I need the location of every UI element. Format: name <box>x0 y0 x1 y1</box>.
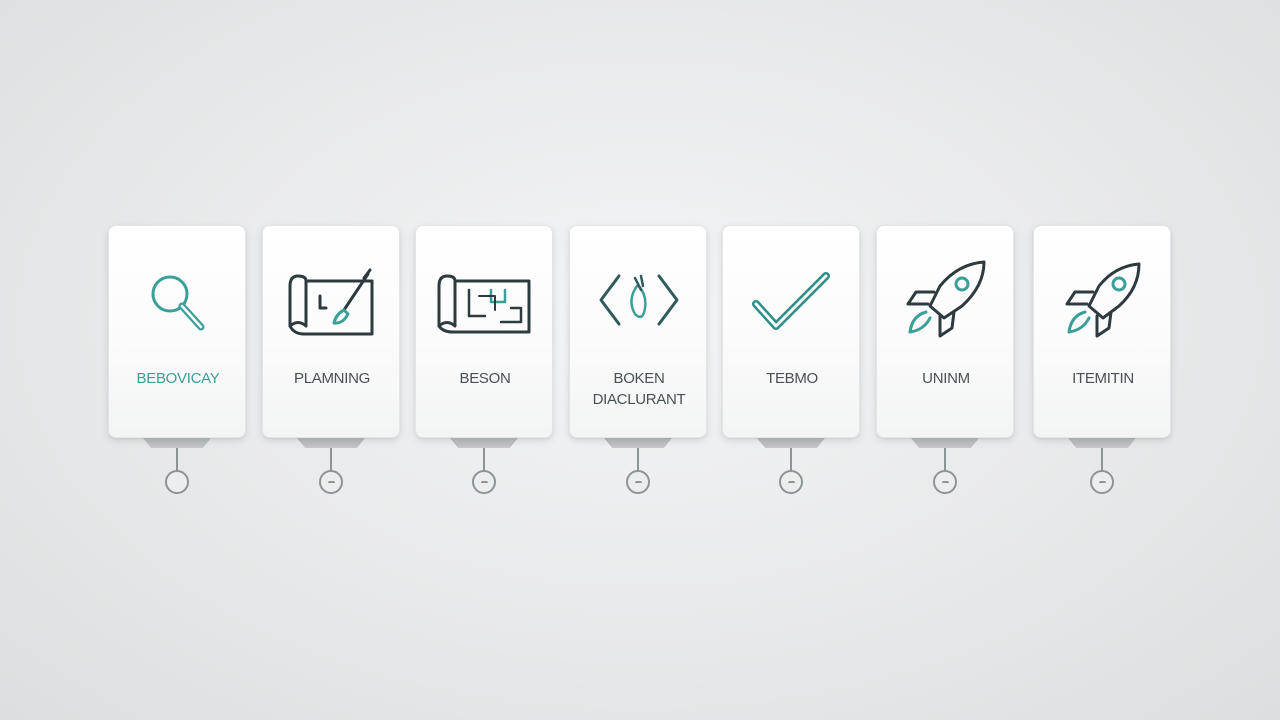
step-label: BEBOVICAY <box>136 370 220 387</box>
step-card: UNINM <box>876 225 1014 438</box>
timeline-node <box>165 470 189 494</box>
step-label: ITEMITIN <box>1072 370 1134 387</box>
timeline-node <box>933 470 957 494</box>
step-card: PLAMNING <box>262 225 400 438</box>
timeline-node <box>319 470 343 494</box>
step-card: TEBMO <box>722 225 860 438</box>
code-brackets-icon <box>589 256 689 346</box>
step-1: BEBOVICAY <box>108 225 246 500</box>
step-label-line2: DIACLURANT <box>592 391 686 408</box>
blueprint-brush-icon <box>282 256 382 346</box>
checkmark-icon <box>742 256 842 346</box>
connector-stem <box>483 448 485 471</box>
connector-stem <box>176 448 178 471</box>
step-3: BESON <box>415 225 553 500</box>
magnifier-icon <box>128 256 228 346</box>
step-2: PLAMNING <box>262 225 400 500</box>
connector-tab <box>143 438 211 448</box>
timeline-node <box>1090 470 1114 494</box>
step-label: BOKEN <box>613 370 665 387</box>
step-card: BOKEN DIACLURANT <box>569 225 707 438</box>
step-label: TEBMO <box>766 370 818 387</box>
connector-tab <box>757 438 825 448</box>
step-6: UNINM <box>876 225 1014 500</box>
step-7: ITEMITIN <box>1033 225 1171 500</box>
connector-tab <box>1068 438 1136 448</box>
rocket-icon <box>896 256 996 346</box>
rocket-icon <box>1053 256 1153 346</box>
timeline-node <box>626 470 650 494</box>
step-label: BESON <box>459 370 511 387</box>
step-card: BESON <box>415 225 553 438</box>
step-card: BEBOVICAY <box>108 225 246 438</box>
step-label: PLAMNING <box>294 370 370 387</box>
connector-stem <box>330 448 332 471</box>
step-label: UNINM <box>922 370 970 387</box>
connector-stem <box>944 448 946 471</box>
timeline-node <box>779 470 803 494</box>
blueprint-icon <box>435 256 535 346</box>
connector-tab <box>911 438 979 448</box>
connector-stem <box>637 448 639 471</box>
connector-stem <box>790 448 792 471</box>
step-5: TEBMO <box>722 225 860 500</box>
timeline-node <box>472 470 496 494</box>
connector-tab <box>297 438 365 448</box>
connector-tab <box>450 438 518 448</box>
connector-stem <box>1101 448 1103 471</box>
step-4: BOKEN DIACLURANT <box>569 225 707 500</box>
step-card: ITEMITIN <box>1033 225 1171 438</box>
connector-tab <box>604 438 672 448</box>
